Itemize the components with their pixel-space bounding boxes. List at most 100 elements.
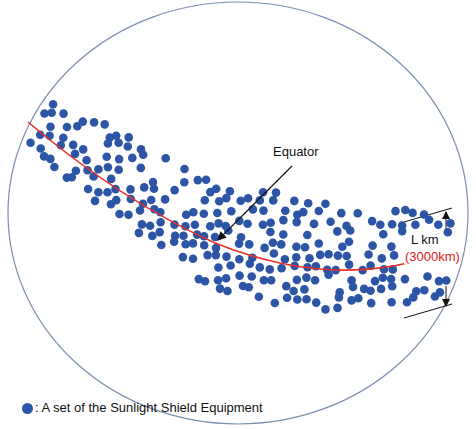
shield-dot <box>135 229 144 238</box>
shield-dot <box>245 240 254 249</box>
shield-dot <box>212 251 221 260</box>
shield-dot <box>333 304 342 313</box>
shield-dot <box>104 139 113 148</box>
shield-dot <box>378 254 387 263</box>
shield-dot <box>302 273 311 282</box>
shield-dot <box>411 221 420 230</box>
shield-dot <box>146 221 155 230</box>
shield-dot <box>245 283 254 292</box>
shield-dot <box>126 185 135 194</box>
shield-dot <box>321 199 330 208</box>
shield-dot <box>140 183 149 192</box>
shield-dot <box>279 230 288 239</box>
shield-dot <box>401 275 410 284</box>
shield-dot <box>379 230 388 239</box>
shield-dot <box>47 109 56 118</box>
shield-dot <box>266 219 275 228</box>
shield-dot <box>315 239 324 248</box>
shield-dot <box>49 100 58 109</box>
shield-dot <box>114 138 123 147</box>
shield-dot <box>90 118 99 127</box>
shield-dot <box>202 176 211 185</box>
shield-dot <box>388 220 397 229</box>
shield-dot <box>391 207 400 216</box>
shield-dot <box>446 219 455 228</box>
shield-dot <box>157 241 166 250</box>
shield-dot <box>425 215 434 224</box>
shield-dot <box>377 285 386 294</box>
shield-dot <box>354 294 363 303</box>
shield-dot <box>387 298 396 307</box>
shield-dot <box>303 231 312 240</box>
shield-dot <box>270 249 279 258</box>
shield-dot <box>353 209 362 218</box>
equator-label: Equator <box>272 144 320 159</box>
shield-dot <box>349 283 358 292</box>
shield-dot <box>115 210 124 219</box>
shield-dot <box>226 261 235 270</box>
shield-dot <box>46 122 55 131</box>
shield-dot <box>272 188 281 197</box>
shield-dot <box>379 273 388 282</box>
equator-line <box>28 122 412 270</box>
shield-dot <box>147 196 156 205</box>
shield-dot <box>247 272 256 281</box>
shield-dot <box>342 252 351 261</box>
shield-dot <box>200 241 209 250</box>
shield-dot <box>292 218 301 227</box>
shield-dot <box>346 226 355 235</box>
shield-dot <box>300 285 309 294</box>
shield-dot <box>138 220 147 229</box>
shield-dot <box>124 133 133 142</box>
shield-dot <box>388 282 397 291</box>
shield-dot <box>46 155 55 164</box>
shield-dot <box>100 120 109 129</box>
shield-dot <box>180 165 189 174</box>
shield-dot <box>435 277 444 286</box>
shield-dot <box>380 265 389 274</box>
shield-dot <box>91 197 100 206</box>
shield-dot <box>148 232 157 241</box>
shield-dot <box>136 206 145 215</box>
shield-dot <box>283 293 292 302</box>
shield-dot <box>59 133 68 142</box>
shield-dot <box>84 185 93 194</box>
shield-dot <box>69 141 78 150</box>
shield-dot <box>227 207 236 216</box>
shield-dot <box>324 270 333 279</box>
shield-dot <box>444 228 453 237</box>
shield-dot <box>107 175 116 184</box>
shield-dot <box>337 209 346 218</box>
shield-dot <box>299 208 308 217</box>
shield-dot <box>68 173 77 182</box>
shield-dot <box>364 250 373 259</box>
shield-dot <box>431 292 440 301</box>
shield-dot <box>316 251 325 260</box>
shield-dot <box>304 199 313 208</box>
shield-dot <box>293 276 302 285</box>
shield-dot <box>321 305 330 314</box>
shield-dot <box>302 295 311 304</box>
shield-dot <box>212 184 221 193</box>
shield-dot <box>224 226 233 235</box>
shield-dot <box>235 239 244 248</box>
shield-dot <box>387 275 396 284</box>
shield-dot <box>104 163 113 172</box>
shield-dot <box>214 276 223 285</box>
shield-dot <box>305 254 314 263</box>
shield-dot <box>281 207 290 216</box>
shield-dot <box>324 250 333 259</box>
shield-dot <box>189 239 198 248</box>
shield-dot <box>216 284 225 293</box>
dimension-tick <box>404 304 452 318</box>
shield-dot <box>376 221 385 230</box>
shield-dot <box>312 298 321 307</box>
shield-dot <box>236 196 245 205</box>
shield-dot <box>333 227 342 236</box>
shield-dot <box>266 265 275 274</box>
shield-dot <box>124 211 133 220</box>
shield-dot <box>390 251 399 260</box>
shield-dot <box>124 142 133 151</box>
shield-dot <box>255 263 264 272</box>
